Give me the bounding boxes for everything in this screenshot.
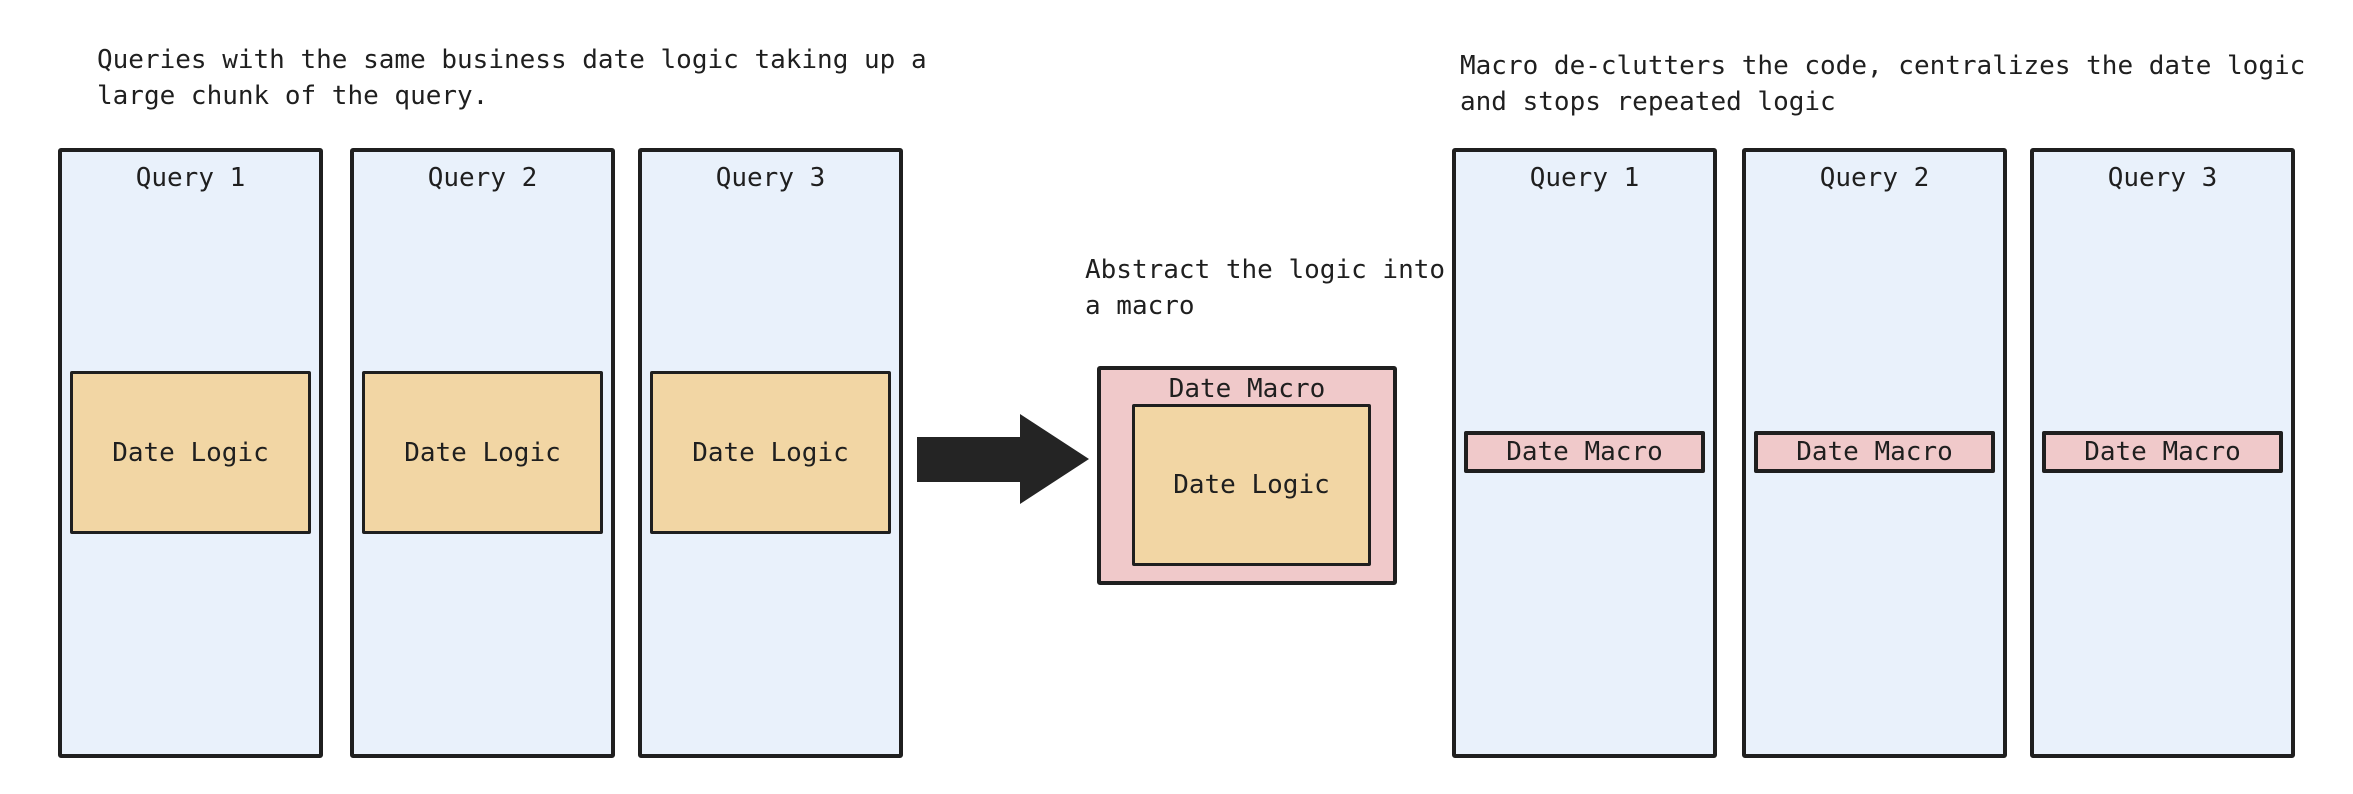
- date-logic-block: Date Logic: [362, 371, 603, 534]
- before-query-3: Query 3 Date Logic: [638, 148, 903, 758]
- date-macro-box: Date Macro Date Logic: [1097, 366, 1397, 585]
- date-macro-title: Date Macro: [1168, 374, 1326, 404]
- query-title: Query 2: [1819, 163, 1930, 193]
- after-query-1: Query 1 Date Macro: [1452, 148, 1717, 758]
- before-caption: Queries with the same business date logi…: [97, 45, 927, 111]
- after-query-2: Query 2 Date Macro: [1742, 148, 2007, 758]
- query-title: Query 1: [135, 163, 246, 193]
- right-arrow-icon: [917, 414, 1089, 504]
- date-logic-block: Date Logic: [650, 371, 891, 534]
- date-macro-chip: Date Macro: [2042, 431, 2283, 473]
- after-query-3: Query 3 Date Macro: [2030, 148, 2295, 758]
- transform-caption: Abstract the logic into a macro: [1085, 255, 1446, 321]
- date-macro-chip: Date Macro: [1754, 431, 1995, 473]
- query-title: Query 3: [2107, 163, 2218, 193]
- date-logic-block: Date Logic: [1132, 404, 1371, 566]
- date-logic-block: Date Logic: [70, 371, 311, 534]
- before-query-1: Query 1 Date Logic: [58, 148, 323, 758]
- query-title: Query 2: [427, 163, 538, 193]
- after-caption: Macro de-clutters the code, centralizes …: [1460, 51, 2306, 117]
- query-title: Query 1: [1529, 163, 1640, 193]
- before-query-2: Query 2 Date Logic: [350, 148, 615, 758]
- query-title: Query 3: [715, 163, 826, 193]
- date-macro-chip: Date Macro: [1464, 431, 1705, 473]
